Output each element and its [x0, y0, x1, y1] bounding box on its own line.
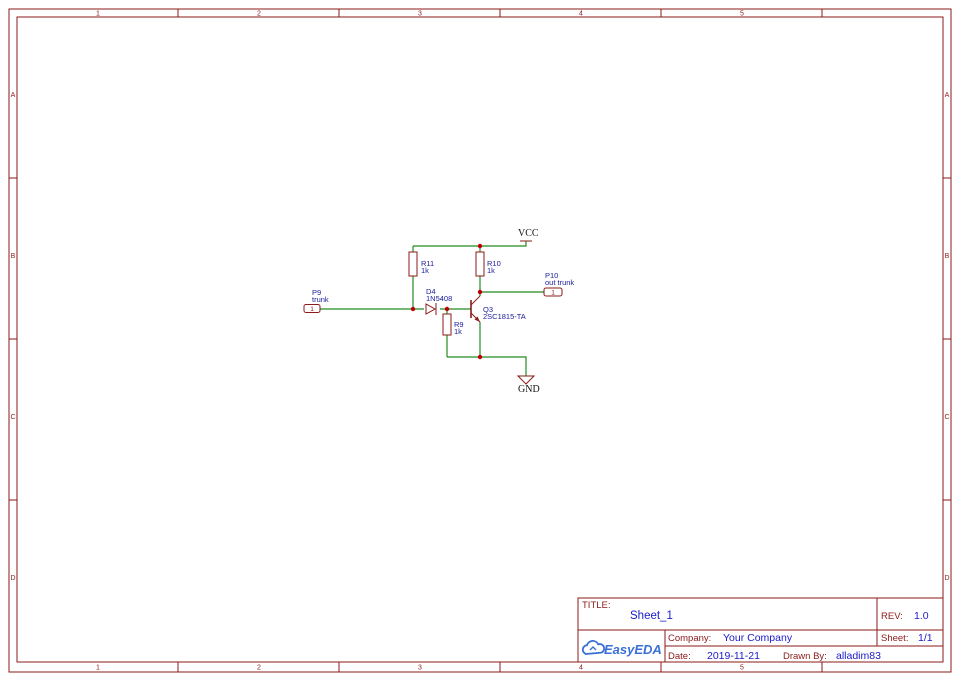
p9-pin: 1 [310, 306, 314, 313]
company-label: Company: [668, 633, 711, 644]
connector-p9: 1 P9 trunk [303, 288, 329, 313]
frame-row-a-left: A [11, 92, 16, 99]
p9-value: trunk [312, 295, 329, 304]
resistor-r10: R10 1k [475, 251, 501, 277]
frame-row-c-right: C [944, 414, 949, 421]
frame-col-3-top: 3 [418, 11, 422, 18]
transistor-q3: Q3 2SC1815-TA [470, 295, 526, 323]
rev-value: 1.0 [914, 610, 929, 622]
gnd-symbol: GND [516, 375, 540, 395]
drawing-frame: 1 2 3 4 5 1 2 3 4 5 A B C D A B C D [8, 8, 952, 673]
q3-value: 2SC1815-TA [483, 312, 526, 321]
p10-pin: 1 [551, 290, 555, 297]
r10-value: 1k [487, 266, 495, 275]
frame-col-1-top: 1 [96, 11, 100, 18]
p10-value: out trunk [545, 278, 574, 287]
title-label: TITLE: [582, 600, 611, 611]
frame-col-5-top: 5 [740, 11, 744, 18]
connector-p10: 1 P10 out trunk [543, 271, 574, 297]
d4-value: 1N5408 [426, 294, 452, 303]
frame-row-d-left: D [10, 575, 15, 582]
p10-name: P10 [545, 271, 558, 280]
date-value: 2019-11-21 [707, 650, 760, 662]
r11-name: R11 [421, 259, 434, 268]
r10-name: R10 [487, 259, 501, 268]
drawn-by-value: alladim83 [836, 650, 881, 662]
frame-col-3-bottom: 3 [418, 665, 422, 672]
frame-col-5-bottom: 5 [740, 665, 744, 672]
gnd-label: GND [518, 384, 540, 395]
company-value: Your Company [723, 632, 793, 644]
d4-name: D4 [426, 287, 436, 296]
q3-name: Q3 [483, 305, 493, 314]
wires [320, 241, 544, 376]
frame-col-2-bottom: 2 [257, 665, 261, 672]
sheet-value: 1/1 [918, 632, 933, 644]
date-label: Date: [668, 651, 691, 662]
easyeda-logo: EasyEDA [581, 640, 662, 657]
frame-col-4-bottom: 4 [579, 665, 583, 672]
r11-value: 1k [421, 266, 429, 275]
cloud-icon [581, 640, 606, 655]
drawn-by-label: Drawn By: [783, 651, 827, 662]
vcc-label: VCC [518, 228, 539, 239]
logo-text: EasyEDA [604, 642, 662, 657]
vcc-symbol: VCC [518, 228, 539, 242]
sheet-title: Sheet_1 [630, 610, 673, 622]
frame-col-4-top: 4 [579, 11, 583, 18]
sheet-label: Sheet: [881, 633, 908, 644]
frame-row-b-left: B [11, 253, 16, 260]
r9-name: R9 [454, 320, 464, 329]
p9-name: P9 [312, 288, 321, 297]
frame-row-b-right: B [945, 253, 950, 260]
rev-label: REV: [881, 611, 903, 622]
junctions [410, 243, 483, 360]
frame-row-a-right: A [945, 92, 950, 99]
frame-row-d-right: D [944, 575, 949, 582]
diode-d4: D4 1N5408 [425, 287, 452, 315]
resistor-r9: R9 1k [442, 313, 464, 336]
frame-row-c-left: C [10, 414, 15, 421]
frame-col-2-top: 2 [257, 11, 261, 18]
r9-value: 1k [454, 327, 462, 336]
frame-col-1-bottom: 1 [96, 665, 100, 672]
resistor-r11: R11 1k [408, 251, 434, 277]
title-block: TITLE: Sheet_1 REV: 1.0 Company: Your Co… [577, 597, 944, 663]
